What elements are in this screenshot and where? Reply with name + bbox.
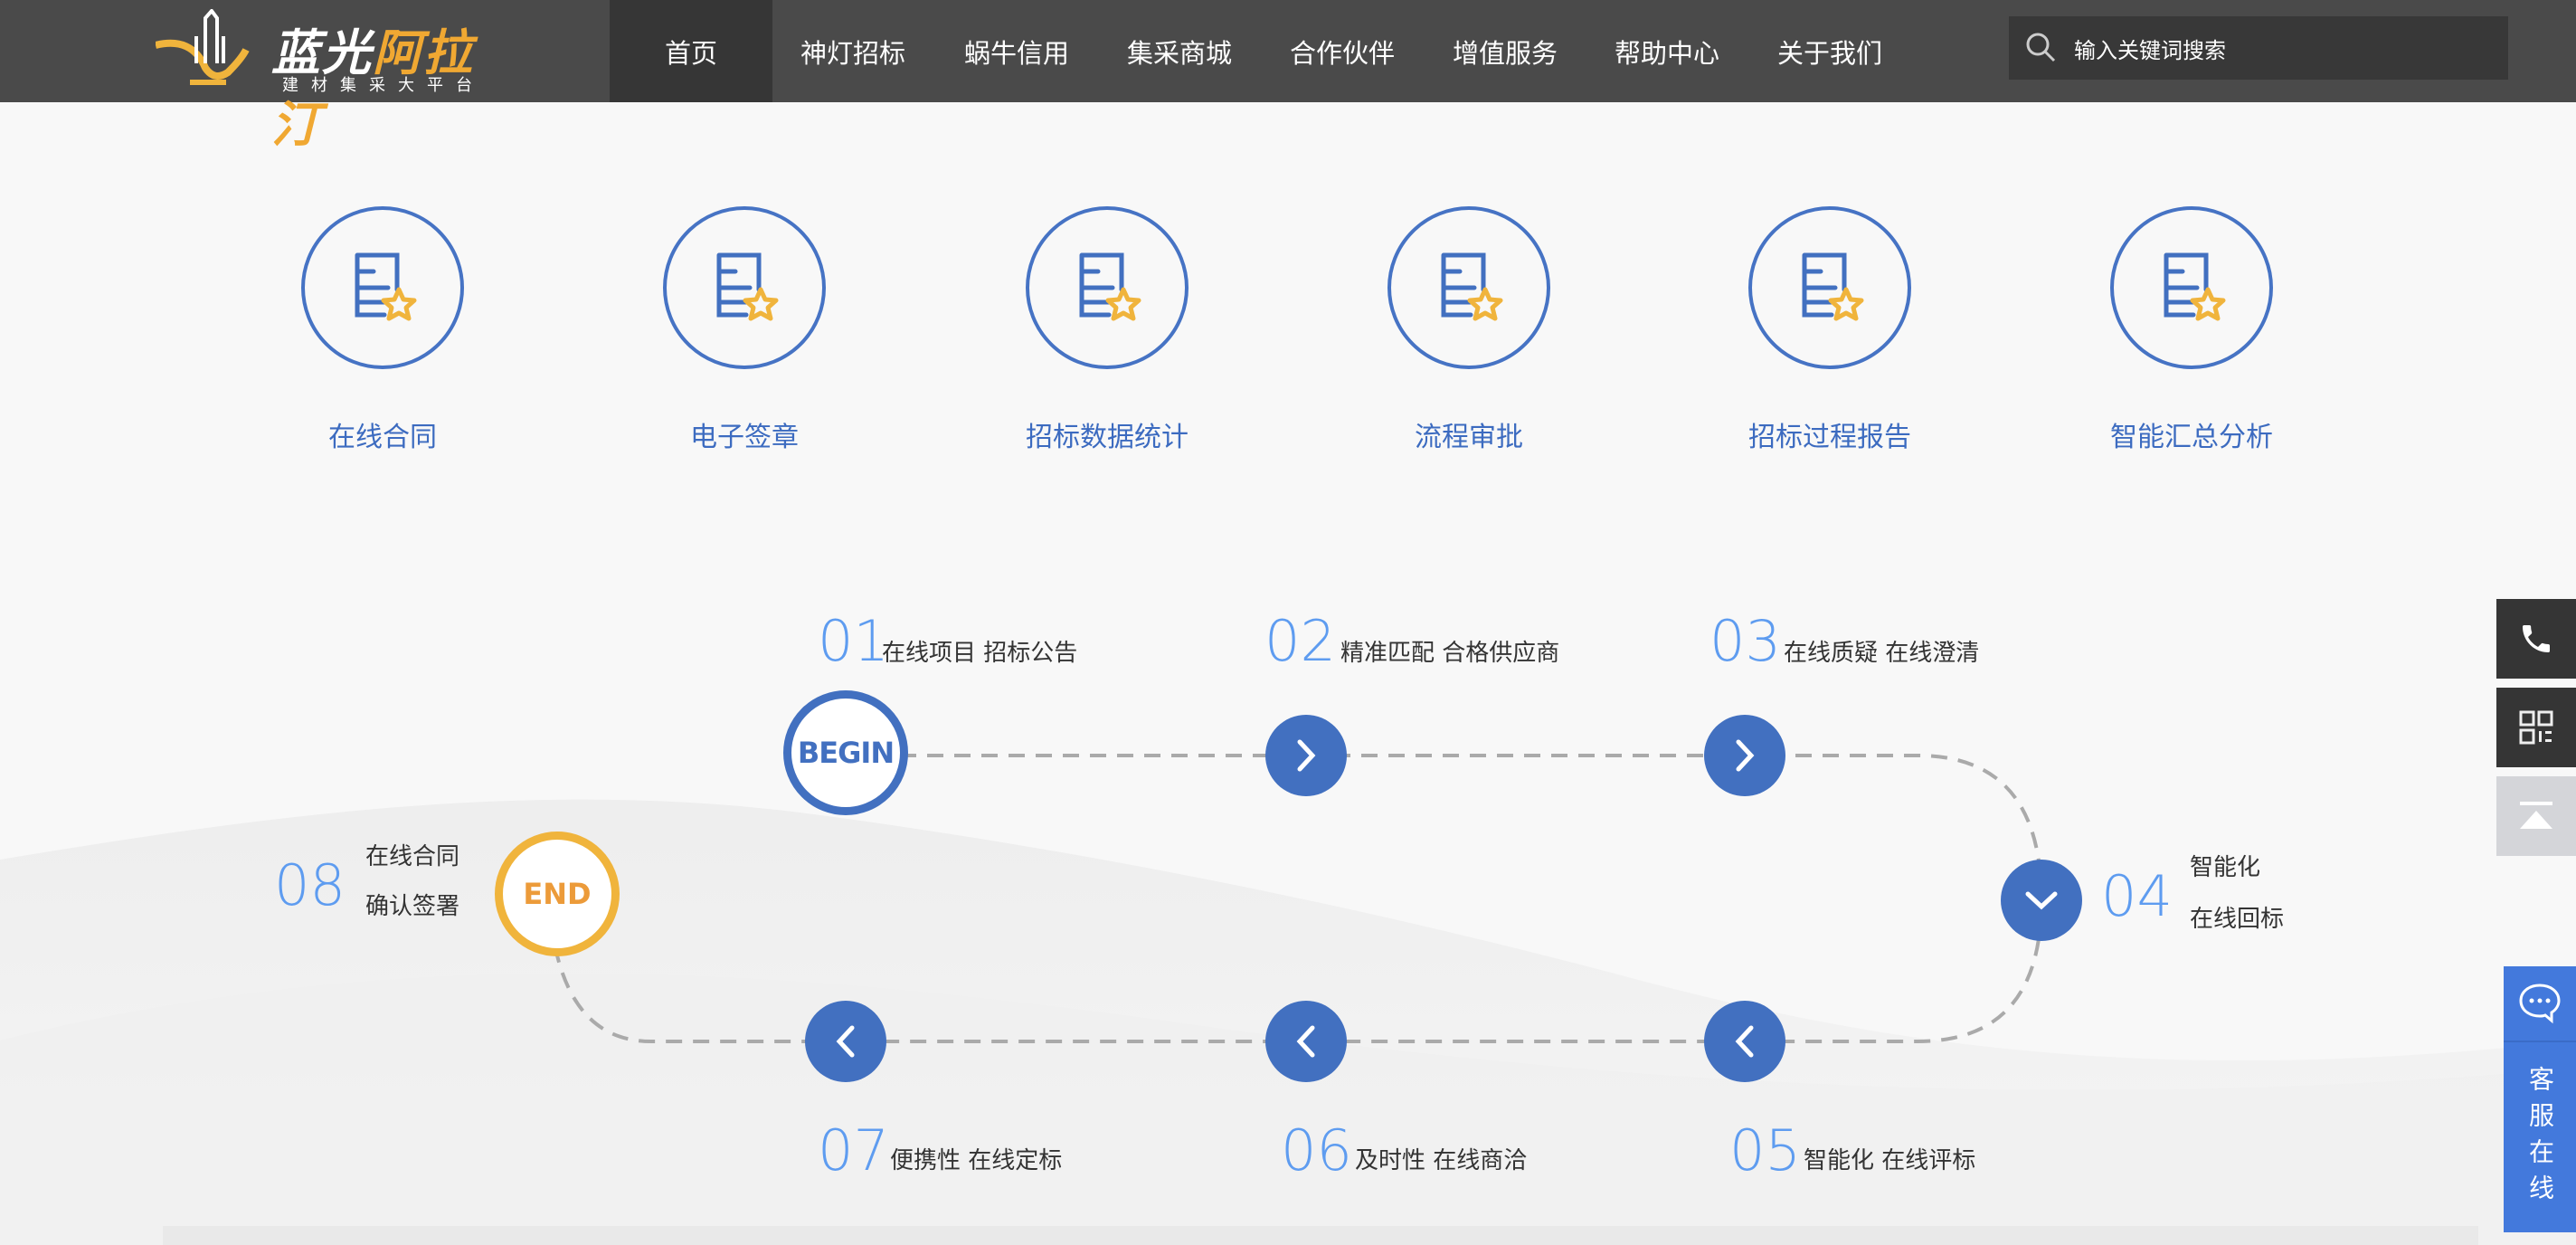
step-text: 在线项目 招标公告 (882, 640, 1078, 667)
document-star-icon (301, 206, 464, 369)
feature-label: 在线合同 (328, 422, 437, 453)
chevron-left-icon (836, 1025, 855, 1058)
step-text: 便携性 在线定标 (890, 1147, 1063, 1174)
header: 蓝光阿拉汀 建材集采大平台 首页 神灯招标 蜗牛信用 集采商城 合作伙伴 增值服… (0, 0, 2576, 153)
phone-button[interactable] (2496, 599, 2576, 679)
step-number: 01 (818, 608, 889, 674)
feature-item[interactable]: 在线合同 (247, 206, 518, 454)
feature-item[interactable]: 招标过程报告 (1694, 206, 1965, 454)
chevron-left-icon (1735, 1025, 1754, 1058)
feature-item[interactable]: 智能汇总分析 (2056, 206, 2327, 454)
step-text: 确认签署 (365, 893, 460, 920)
chevron-left-icon (1296, 1025, 1315, 1058)
feature-label: 电子签章 (690, 422, 799, 453)
arrow-up-icon (2520, 802, 2552, 829)
search-placeholder: 输入关键词搜索 (2074, 37, 2226, 63)
feature-label: 招标过程报告 (1748, 422, 1911, 453)
begin-label: BEGIN (797, 736, 895, 770)
step-text: 及时性 在线商洽 (1355, 1147, 1528, 1174)
logo-text: 蓝光阿拉汀 (271, 24, 474, 153)
logo[interactable]: 蓝光阿拉汀 建材集采大平台 (156, 9, 517, 153)
back-to-top-button[interactable] (2496, 776, 2576, 856)
nav-about[interactable]: 关于我们 (1776, 37, 1882, 69)
logo-tagline: 建材集采大平台 (282, 76, 485, 95)
step-text: 智能化 (2190, 854, 2261, 881)
nav-help[interactable]: 帮助中心 (1614, 37, 1719, 69)
nav-mall[interactable]: 集采商城 (1126, 37, 1232, 69)
step-node (1265, 715, 1347, 796)
end-node: END (495, 832, 620, 956)
feature-label: 智能汇总分析 (2110, 422, 2273, 453)
customer-service-label: 客服在线 (2525, 1066, 2555, 1211)
step-number: 05 (1729, 1117, 1801, 1183)
step-node (1265, 1001, 1347, 1082)
qrcode-button[interactable] (2496, 688, 2576, 767)
step-text: 精准匹配 合格供应商 (1340, 640, 1560, 667)
chevron-down-icon (2025, 891, 2058, 910)
feature-item[interactable]: 流程审批 (1333, 206, 1605, 454)
feature-label: 招标数据统计 (1026, 422, 1189, 453)
chevron-right-icon (1736, 739, 1755, 772)
phone-icon (2523, 625, 2550, 652)
search-icon (2026, 33, 2056, 62)
step-node (1704, 715, 1785, 796)
search-input[interactable]: 输入关键词搜索 (2009, 16, 2508, 80)
feature-item[interactable]: 电子签章 (609, 206, 880, 454)
feature-label: 流程审批 (1415, 422, 1523, 453)
nav-home[interactable]: 首页 (610, 0, 772, 102)
lamp-logo-icon (156, 9, 250, 85)
step-node (1704, 1001, 1785, 1082)
feature-item[interactable]: 招标数据统计 (971, 206, 1243, 454)
step-text: 在线回标 (2190, 906, 2285, 933)
step-text: 在线合同 (365, 843, 460, 870)
step-number: 08 (274, 852, 346, 918)
step-node (805, 1001, 886, 1082)
end-label: END (523, 877, 592, 911)
qrcode-icon (2519, 710, 2553, 745)
step-text: 在线质疑 在线澄清 (1784, 640, 1980, 667)
nav-services[interactable]: 增值服务 (1452, 37, 1558, 69)
step-number: 02 (1264, 608, 1336, 674)
nav-credit[interactable]: 蜗牛信用 (963, 37, 1069, 69)
document-star-icon (1387, 206, 1550, 369)
step-number: 06 (1281, 1117, 1352, 1183)
document-star-icon (1026, 206, 1189, 369)
step-text: 智能化 在线评标 (1804, 1147, 1976, 1174)
step-number: 04 (2101, 863, 2173, 929)
step-number: 07 (818, 1117, 889, 1183)
document-star-icon (663, 206, 826, 369)
nav-partners[interactable]: 合作伙伴 (1289, 37, 1395, 69)
customer-service-button[interactable]: 客服在线 (2504, 966, 2576, 1232)
step-number: 03 (1709, 608, 1781, 674)
document-star-icon (1748, 206, 1911, 369)
chat-bubble-icon (2519, 984, 2561, 1024)
step-node (2001, 860, 2082, 941)
begin-node: BEGIN (783, 690, 908, 815)
chevron-right-icon (1297, 739, 1316, 772)
nav-bidding[interactable]: 神灯招标 (800, 37, 905, 69)
document-star-icon (2110, 206, 2273, 369)
